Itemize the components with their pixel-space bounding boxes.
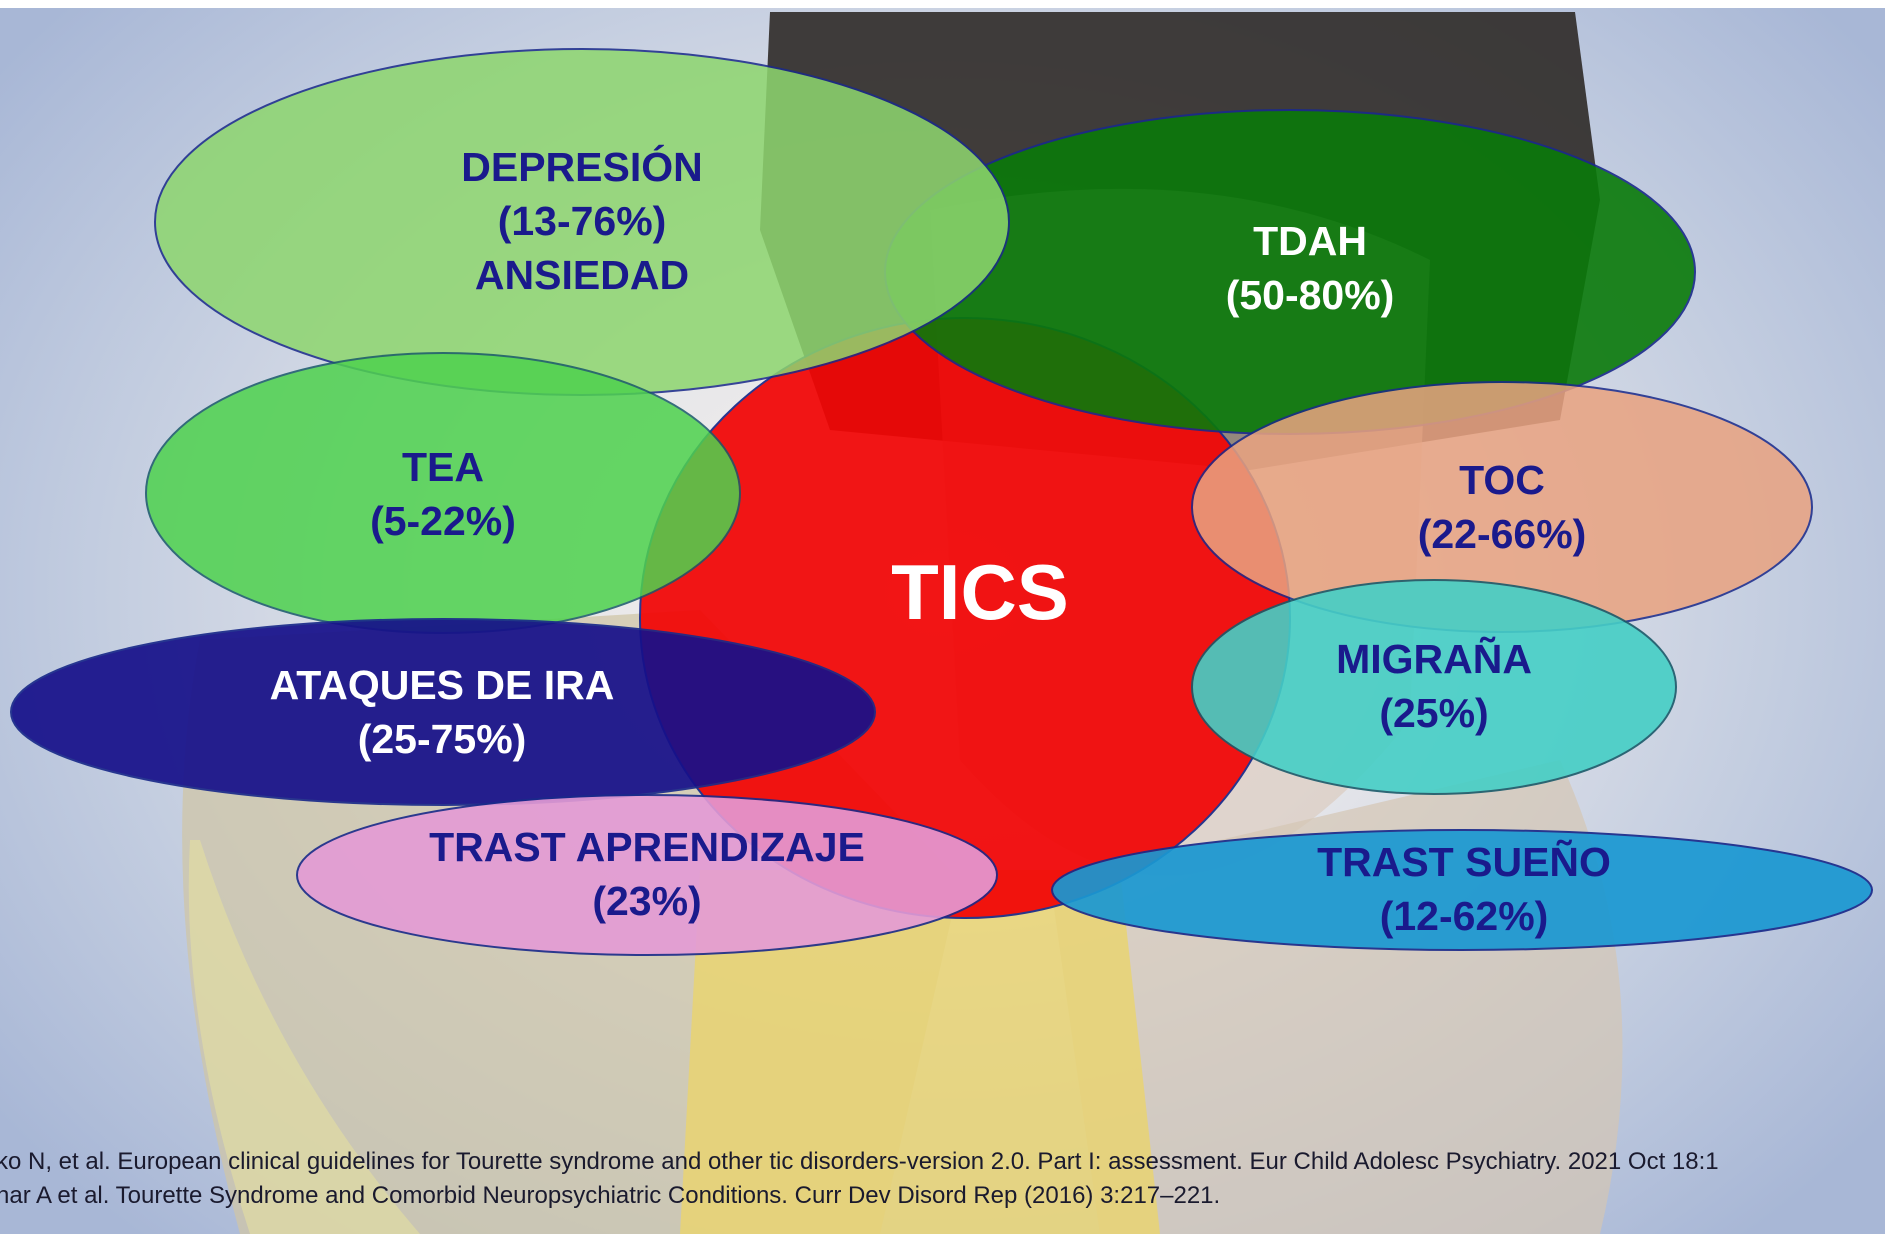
tea-percent: (5-22%) <box>370 498 516 544</box>
tea-label: TEA (5-22%) <box>243 440 643 548</box>
toc-title: TOC <box>1459 457 1545 503</box>
trast-aprendizaje-bubble <box>296 794 998 956</box>
reference-1: ko N, et al. European clinical guideline… <box>0 1148 1719 1175</box>
trast-sueno-label: TRAST SUEÑO (12-62%) <box>1264 835 1664 943</box>
reference-2: har A et al. Tourette Syndrome and Comor… <box>0 1182 1221 1209</box>
migrana-title: MIGRAÑA <box>1336 636 1532 682</box>
trast-sueno-percent: (12-62%) <box>1379 893 1549 939</box>
migrana-percent: (25%) <box>1379 690 1489 736</box>
toc-label: TOC (22-66%) <box>1302 453 1702 561</box>
ataques-de-ira-label: ATAQUES DE IRA (25-75%) <box>242 658 642 766</box>
ataques-de-ira-title: ATAQUES DE IRA <box>269 662 615 708</box>
depresion-ansiedad-label: DEPRESIÓN (13-76%) ANSIEDAD <box>382 140 782 302</box>
migrana-label: MIGRAÑA (25%) <box>1234 632 1634 740</box>
tea-title: TEA <box>402 444 484 490</box>
tdah-label: TDAH (50-80%) <box>1110 214 1510 322</box>
migrana-bubble <box>1191 579 1677 795</box>
trast-aprendizaje-title: TRAST APRENDIZAJE <box>429 824 865 870</box>
trast-aprendizaje-percent: (23%) <box>592 878 702 924</box>
toc-percent: (22-66%) <box>1417 511 1587 557</box>
tics-label: TICS <box>780 548 1180 636</box>
tdah-percent: (50-80%) <box>1225 272 1395 318</box>
trast-aprendizaje-label: TRAST APRENDIZAJE (23%) <box>397 820 897 928</box>
ansiedad-title: ANSIEDAD <box>474 252 690 298</box>
depresion-title: DEPRESIÓN <box>461 144 703 190</box>
depresion-percent: (13-76%) <box>497 198 667 244</box>
tdah-title: TDAH <box>1253 218 1367 264</box>
tics-text: TICS <box>891 548 1069 636</box>
ataques-de-ira-percent: (25-75%) <box>357 716 527 762</box>
ataques-de-ira-bubble <box>10 618 876 806</box>
trast-sueno-bubble <box>1051 829 1873 951</box>
trast-sueno-title: TRAST SUEÑO <box>1317 839 1611 885</box>
top-strip <box>0 0 1885 8</box>
